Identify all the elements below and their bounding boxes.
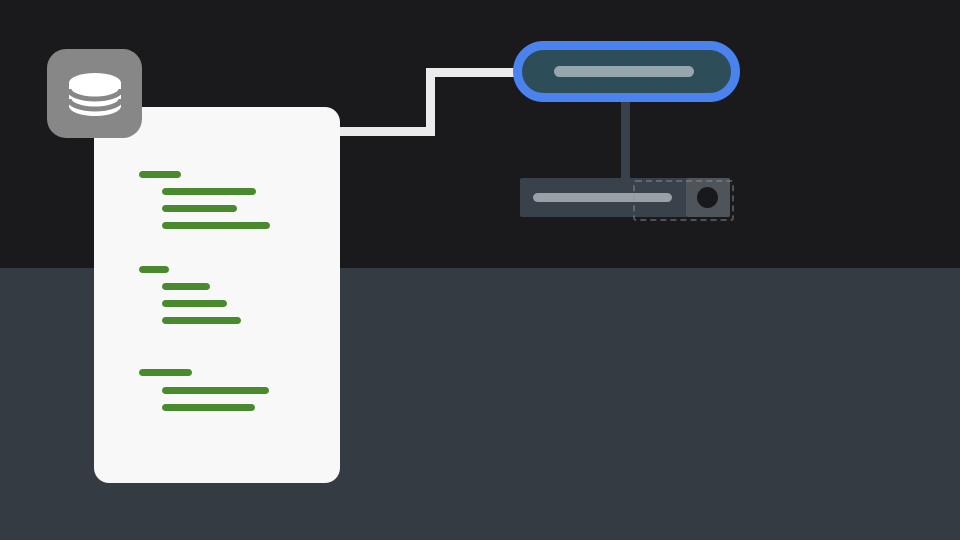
connector-segment-vertical [426, 68, 435, 136]
server-bar [520, 178, 687, 217]
connector-segment-horizontal-upper [426, 68, 518, 77]
code-line [162, 317, 241, 324]
connector-segment-horizontal-lower [336, 127, 435, 136]
code-line [162, 283, 210, 290]
connector-pill-to-server [621, 100, 630, 180]
code-line [162, 404, 255, 411]
server-text-bar [533, 193, 672, 202]
code-line [139, 369, 192, 376]
code-line [162, 387, 269, 394]
knob-circle-icon [697, 187, 718, 208]
code-line [139, 266, 169, 273]
code-document-card [94, 107, 340, 483]
input-pill [513, 41, 740, 102]
input-pill-value-bar [554, 66, 694, 77]
database-icon [67, 73, 122, 116]
code-line [139, 171, 181, 178]
code-line [162, 205, 237, 212]
code-line [162, 300, 227, 307]
attachment-slot [686, 178, 730, 217]
database-badge [47, 49, 142, 138]
code-line [162, 222, 270, 229]
code-line [162, 188, 256, 195]
